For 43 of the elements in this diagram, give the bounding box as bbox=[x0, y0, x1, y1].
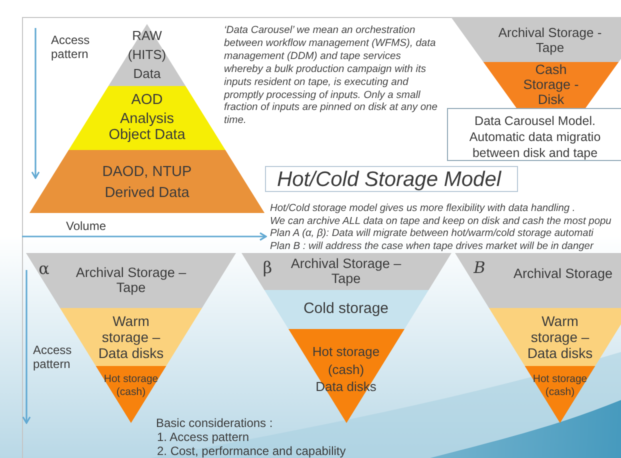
inverted-pyramid-band bbox=[241, 253, 452, 290]
description-paragraph: ‘Data Carousel’ we mean an orchestration between workflow management (WFMS), data management (DDM) and tape services whereby a bulk production campaign with its inputs resident on tape, is executing and promptly processing of inputs. Only a small fraction of inputs are pinned on disk at any one time. bbox=[224, 25, 439, 128]
inverted-pyramid-band bbox=[288, 329, 405, 423]
tier-label: DAOD, NTUP bbox=[102, 163, 192, 181]
inverted-pyramid-band bbox=[264, 290, 429, 329]
axis-label: Volume bbox=[66, 219, 108, 233]
inverted-pyramid-band bbox=[524, 366, 596, 423]
axis-label: Access pattern bbox=[51, 33, 91, 61]
tier-label: Warm storage – Data disks bbox=[98, 313, 164, 361]
tier-label: Archival Storage – Tape bbox=[290, 256, 402, 286]
list-item: 1. Access pattern bbox=[157, 430, 250, 444]
inverted-pyramid-band bbox=[483, 62, 619, 108]
callout-box bbox=[447, 108, 621, 161]
tier-label: Hot storage (cash) bbox=[312, 343, 380, 379]
tier-label: Archival Storage - Tape bbox=[498, 25, 602, 55]
tier-label: RAW (HITS) Data bbox=[127, 27, 167, 83]
tier-label: AOD bbox=[130, 91, 164, 109]
list-heading: Basic considerations : bbox=[156, 416, 274, 430]
inverted-pyramid-band bbox=[450, 17, 621, 62]
tier-label: Archival Storage bbox=[512, 266, 614, 281]
note-line: Plan A (α, β): Data will migrate between hot/warm/cold storage automati bbox=[270, 228, 594, 240]
inverted-pyramid-band bbox=[26, 253, 236, 308]
axis-label: Access pattern bbox=[33, 343, 73, 371]
tier-label: Archival Storage – Tape bbox=[75, 265, 187, 295]
tier-label: Derived Data bbox=[104, 184, 190, 202]
list-item: 2. Cost, performance and capability bbox=[157, 444, 347, 458]
plan-letter: β bbox=[262, 259, 273, 277]
tier-label: Hot storage (cash) bbox=[532, 373, 588, 398]
inverted-pyramid-band bbox=[488, 308, 621, 366]
note-line: We can archive ALL data on tape and keep on disk and cash the most popu bbox=[270, 216, 612, 228]
note-line: Hot/Cold storage model gives us more flexibility with data handling . bbox=[270, 203, 576, 215]
plan-letter: B bbox=[473, 259, 486, 277]
tier-label: Warm storage – Data disks bbox=[526, 313, 594, 361]
pyramid-band bbox=[29, 150, 265, 213]
plan-letter: α bbox=[38, 260, 50, 278]
callout-text: Data Carousel Model. Automatic data migratio between disk and tape bbox=[468, 113, 602, 161]
tier-label: Cash Storage - Disk bbox=[522, 62, 580, 107]
tier-label: Hot storage (cash) bbox=[103, 373, 159, 398]
tier-label: Cold storage bbox=[302, 300, 390, 318]
heading-text: Hot/Cold Storage Model bbox=[276, 167, 502, 192]
inverted-pyramid-band bbox=[455, 253, 621, 308]
tier-label: Analysis Object Data bbox=[108, 111, 186, 143]
note-line: Plan B : will address the case when tape drives market will be in danger bbox=[270, 240, 595, 252]
